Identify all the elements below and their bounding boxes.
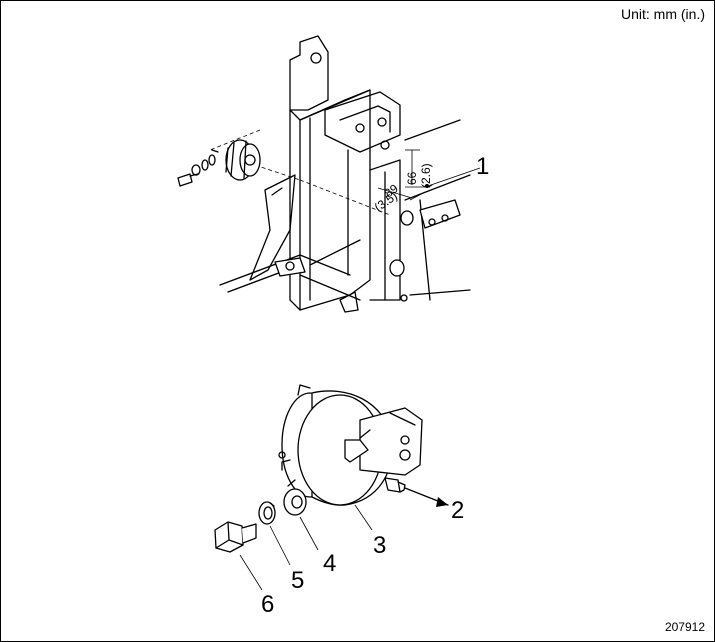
master-cylinder-bottom [278, 384, 449, 531]
callout-5: 5 [291, 567, 304, 594]
arrow-head [436, 497, 448, 507]
callout-3: 3 [373, 532, 386, 559]
dimension-annotations: 66 (2.6) 89 (3.5) [372, 149, 481, 214]
frame-assembly-top [209, 35, 471, 313]
dim-vertical-mm: 66 [405, 171, 419, 185]
cylinder-parts-top [177, 139, 261, 187]
dim-vertical-in: (2.6) [419, 163, 433, 188]
fastener-parts-bottom [214, 488, 319, 591]
figure-number: 207912 [664, 620, 705, 634]
unit-label: Unit: mm (in.) [621, 6, 705, 22]
leader-dot [425, 184, 429, 188]
callout-6: 6 [261, 591, 274, 618]
callout-2: 2 [451, 497, 464, 524]
callout-1: 1 [476, 153, 489, 180]
callout-4: 4 [323, 550, 336, 577]
